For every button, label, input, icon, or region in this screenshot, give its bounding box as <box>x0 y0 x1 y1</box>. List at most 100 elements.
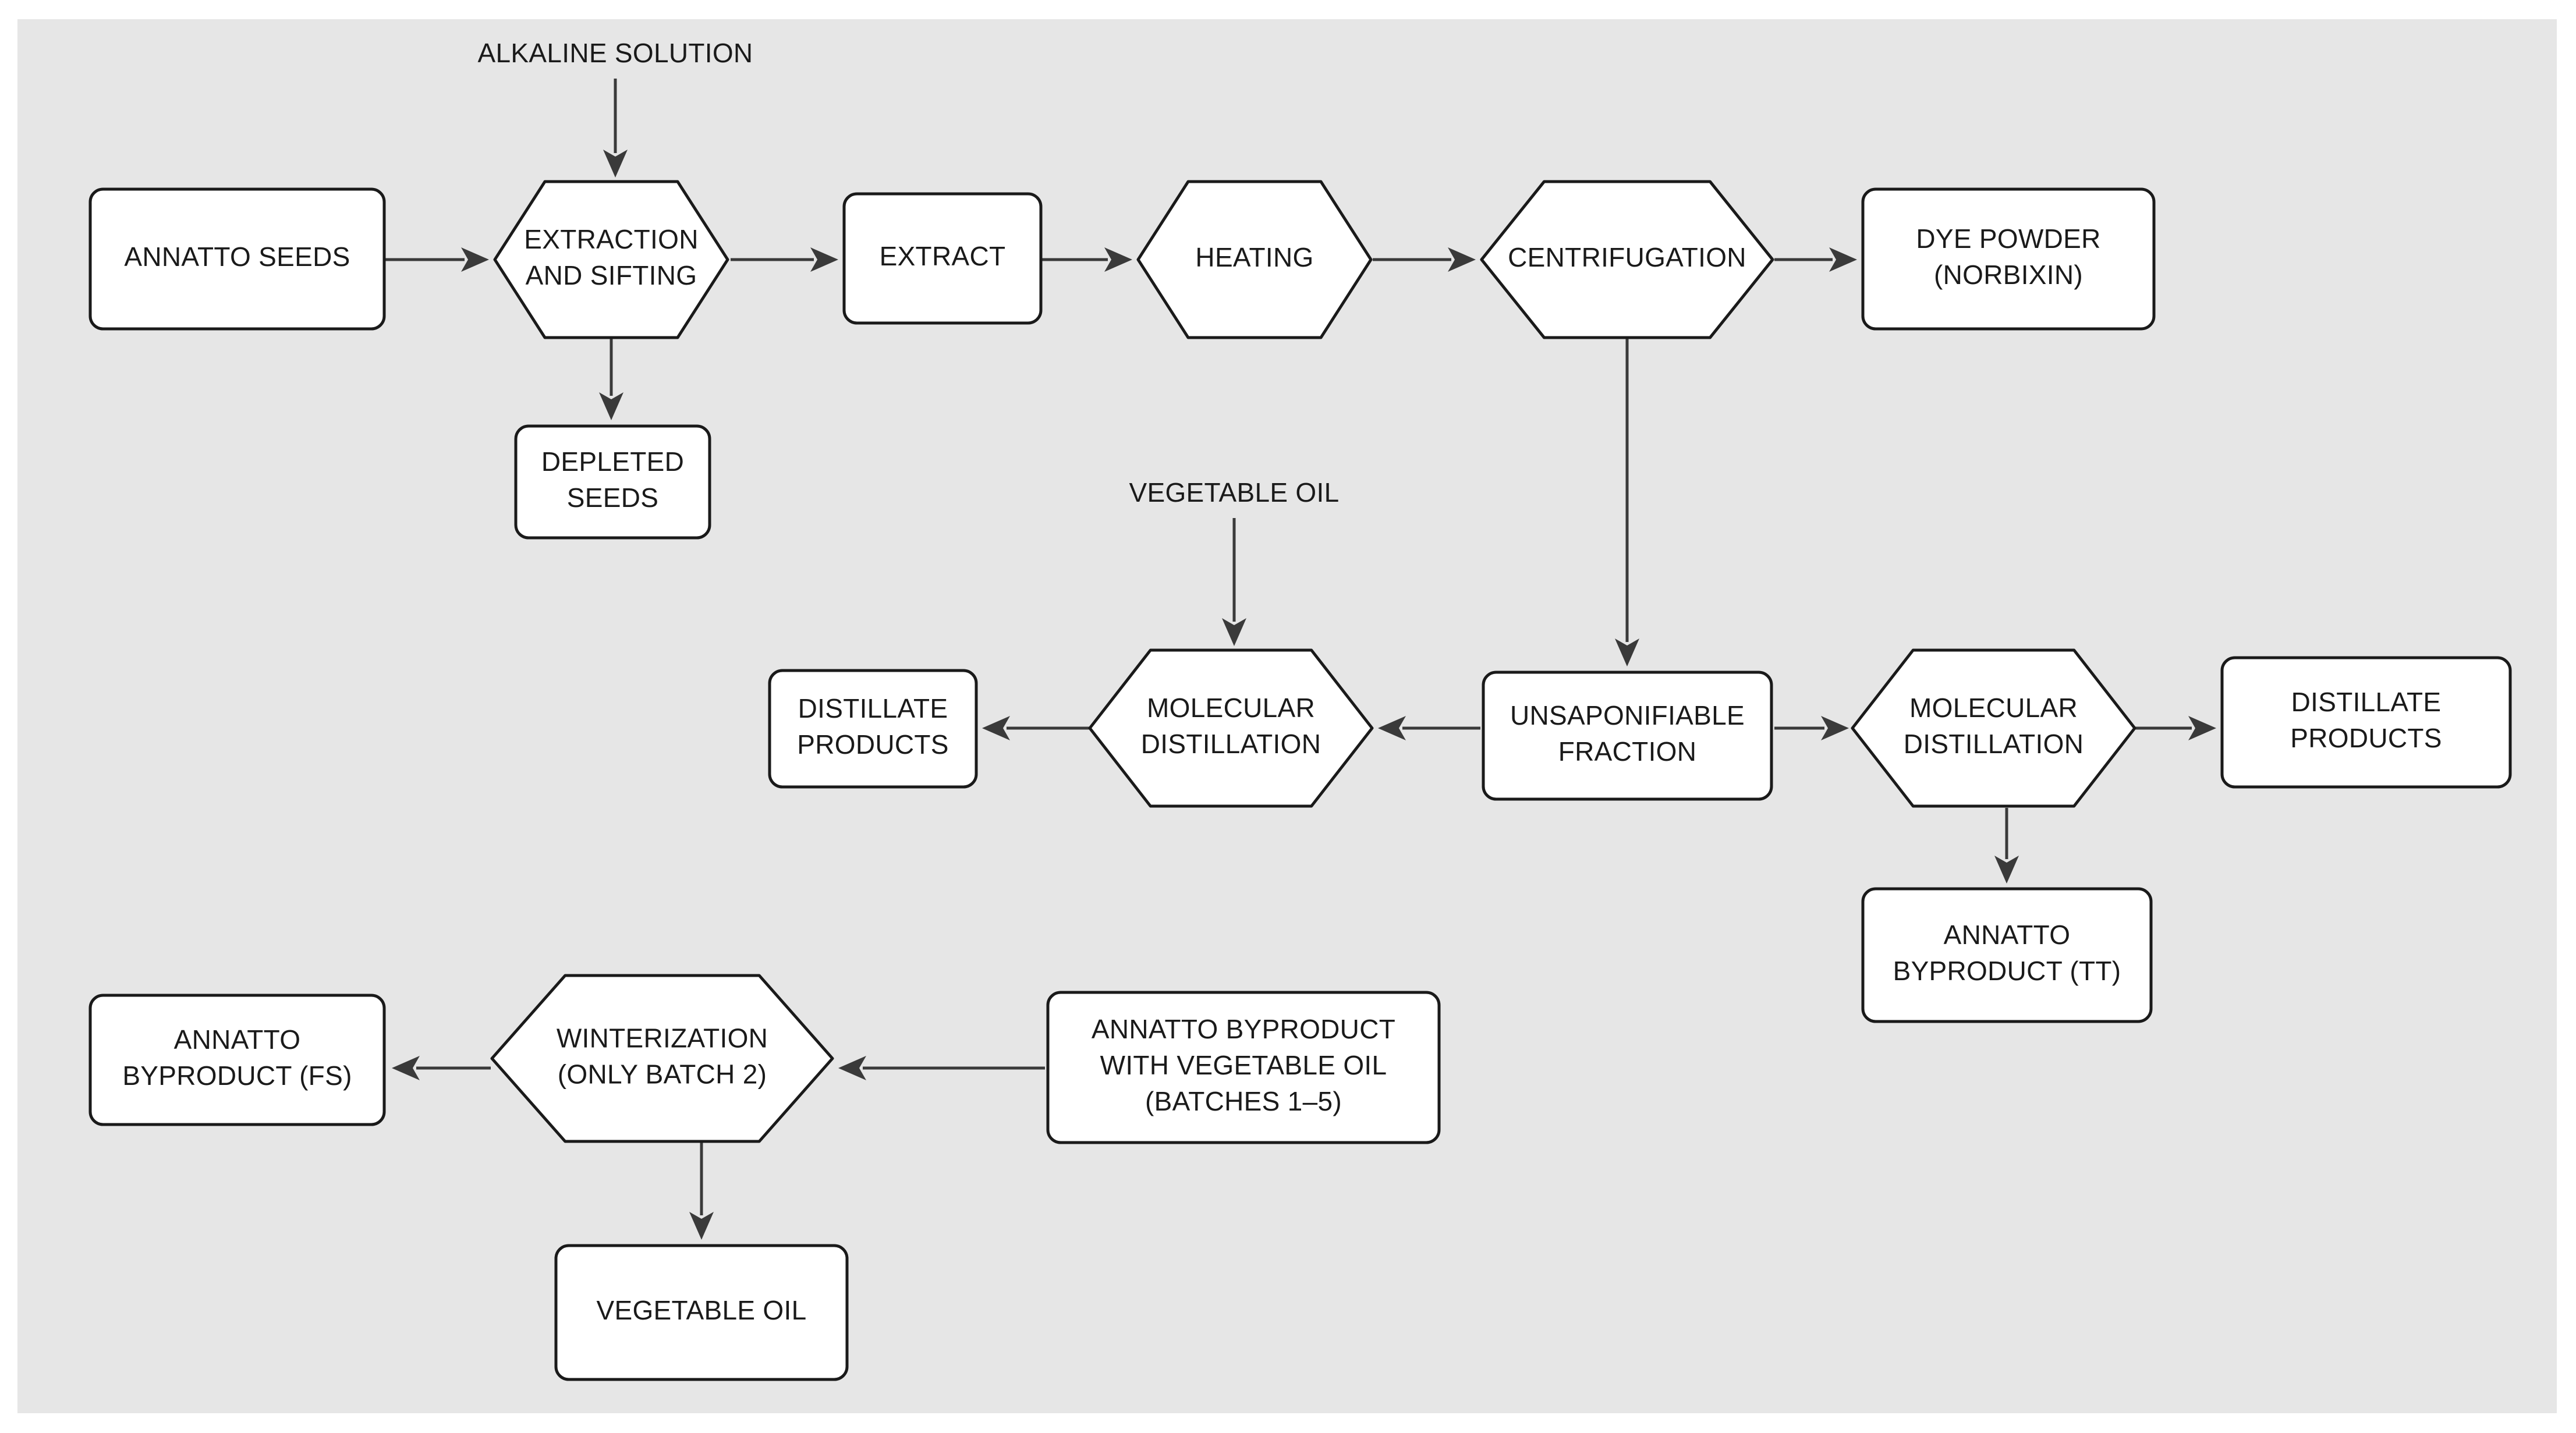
node-label: ANNATTO SEEDS <box>124 242 350 272</box>
node-dye-powder[interactable]: DYE POWDER(NORBIXIN) <box>1861 187 2156 331</box>
edges-layer <box>384 79 2216 1240</box>
free-label-vegetable-oil-input: VEGETABLE OIL <box>1129 477 1340 508</box>
edge-moldist-right-to-distillate <box>2132 716 2216 740</box>
node-label: DISTILLATION <box>1904 729 2084 759</box>
node-centrifugation[interactable]: CENTRIFUGATION <box>1480 180 1774 339</box>
arrowhead-icon <box>603 150 628 178</box>
node-label: PRODUCTS <box>2290 723 2442 753</box>
edge-moldist-right-to-byprod-tt <box>1994 808 2019 884</box>
edge-byprod-oil-to-winterization <box>838 1056 1045 1080</box>
node-label: UNSAPONIFIABLE <box>1510 700 1745 730</box>
node-label: SEEDS <box>567 483 658 513</box>
node-rect[interactable] <box>1861 187 2156 331</box>
node-label: DISTILLATE <box>798 693 948 723</box>
node-extract[interactable]: EXTRACT <box>842 192 1043 325</box>
node-winterization[interactable]: WINTERIZATION (ONLY BATCH 2) <box>490 974 834 1143</box>
node-hexagon[interactable] <box>1480 180 1774 339</box>
edge-alkaline-to-extraction <box>603 79 628 178</box>
node-depleted-seeds[interactable]: DEPLETED SEEDS <box>514 424 711 540</box>
node-hexagon[interactable] <box>490 974 834 1143</box>
node-label: (ONLY BATCH 2) <box>558 1059 767 1090</box>
arrowhead-icon <box>2188 716 2216 740</box>
node-label: DISTILLATION <box>1141 729 1321 759</box>
arrowhead-icon <box>689 1212 714 1240</box>
node-label: WINTERIZATION <box>557 1023 768 1054</box>
edge-winterization-to-byprod-fs <box>392 1056 491 1080</box>
node-hexagon[interactable] <box>1088 648 1374 808</box>
node-molecular-dist-right[interactable]: MOLECULAR DISTILLATION <box>1851 648 2136 808</box>
edge-winterization-to-vegoil <box>689 1142 714 1240</box>
arrowhead-icon <box>1615 639 1639 666</box>
node-label: PRODUCTS <box>797 729 949 760</box>
node-label: MOLECULAR <box>1909 693 2078 723</box>
arrowhead-icon <box>1448 247 1476 272</box>
node-label: HEATING <box>1195 242 1313 272</box>
node-label: EXTRACT <box>880 241 1006 271</box>
node-label: ANNATTO BYPRODUCT <box>1092 1014 1395 1044</box>
node-distillate-left[interactable]: DISTILLATE PRODUCTS <box>768 669 978 789</box>
node-unsaponifiable[interactable]: UNSAPONIFIABLE FRACTION <box>1482 671 1773 801</box>
arrowhead-icon <box>838 1056 866 1080</box>
node-annatto-byproduct-fs[interactable]: ANNATTO BYPRODUCT (FS) <box>88 994 386 1126</box>
node-rect[interactable] <box>1046 991 1441 1144</box>
node-label: DYE POWDER <box>1916 224 2100 254</box>
node-extraction-sifting[interactable]: EXTRACTION AND SIFTING <box>493 180 729 339</box>
arrowhead-icon <box>1104 247 1132 272</box>
node-label: (BATCHES 1–5) <box>1145 1086 1342 1116</box>
edge-extract-to-heating <box>1042 247 1132 272</box>
node-rect[interactable] <box>2220 656 2512 789</box>
node-rect[interactable] <box>514 424 711 540</box>
node-label: BYPRODUCT (TT) <box>1893 956 2121 986</box>
arrowhead-icon <box>810 247 838 272</box>
node-label: CENTRIFUGATION <box>1508 242 1746 272</box>
edge-vegoil-to-moleculardist <box>1222 518 1246 646</box>
node-rect[interactable] <box>842 192 1043 325</box>
node-rect[interactable] <box>1861 887 2153 1023</box>
node-hexagon[interactable] <box>1851 648 2136 808</box>
arrowhead-icon <box>982 716 1010 740</box>
node-label: ANNATTO <box>1944 920 2071 950</box>
edge-unsapon-to-moldist-right <box>1774 716 1849 740</box>
edge-extraction-to-depleted <box>599 339 623 420</box>
node-rect[interactable] <box>88 187 386 331</box>
edge-extraction-to-extract <box>731 247 838 272</box>
node-label: EXTRACTION <box>524 224 698 254</box>
edge-centrifugation-to-dye <box>1774 247 1857 272</box>
node-hexagon[interactable] <box>493 180 729 339</box>
node-rect[interactable] <box>554 1244 849 1381</box>
nodes-layer: ANNATTO SEEDS EXTRACTION AND SIFTING DEPLET… <box>88 180 2512 1381</box>
node-label: AND SIFTING <box>526 260 697 290</box>
node-rect[interactable] <box>768 669 978 789</box>
node-label: FRACTION <box>1558 736 1697 767</box>
node-annatto-byprod-oil[interactable]: ANNATTO BYPRODUCT WITH VEGETABLE OIL (BATC… <box>1046 991 1441 1144</box>
arrowhead-icon <box>461 247 489 272</box>
node-label: BYPRODUCT (FS) <box>122 1060 352 1091</box>
edge-moldist-left-to-distillate <box>982 716 1093 740</box>
node-rect[interactable] <box>88 994 386 1126</box>
node-hexagon[interactable] <box>1136 180 1373 339</box>
edge-unsapon-to-moldist-left <box>1378 716 1480 740</box>
arrowhead-icon <box>1994 856 2019 884</box>
arrowhead-icon <box>1829 247 1857 272</box>
node-distillate-right[interactable]: DISTILLATE PRODUCTS <box>2220 656 2512 789</box>
node-label: DEPLETED <box>541 446 684 477</box>
arrowhead-icon <box>392 1056 420 1080</box>
node-heating[interactable]: HEATING <box>1136 180 1373 339</box>
node-vegetable-oil-out[interactable]: VEGETABLE OIL <box>554 1244 849 1381</box>
edge-seeds-to-extraction <box>384 247 489 272</box>
node-annatto-byproduct-tt[interactable]: ANNATTO BYPRODUCT (TT) <box>1861 887 2153 1023</box>
node-annatto-seeds[interactable]: ANNATTO SEEDS <box>88 187 386 331</box>
node-label: ANNATTO <box>174 1024 301 1055</box>
arrowhead-icon <box>599 392 623 420</box>
node-label: WITH VEGETABLE OIL <box>1100 1050 1387 1080</box>
arrowhead-icon <box>1222 618 1246 646</box>
node-label: DISTILLATE <box>2291 687 2442 717</box>
node-rect[interactable] <box>1482 671 1773 801</box>
arrowhead-icon <box>1378 716 1406 740</box>
arrowhead-icon <box>1821 716 1849 740</box>
edge-heating-to-centrifugation <box>1373 247 1476 272</box>
